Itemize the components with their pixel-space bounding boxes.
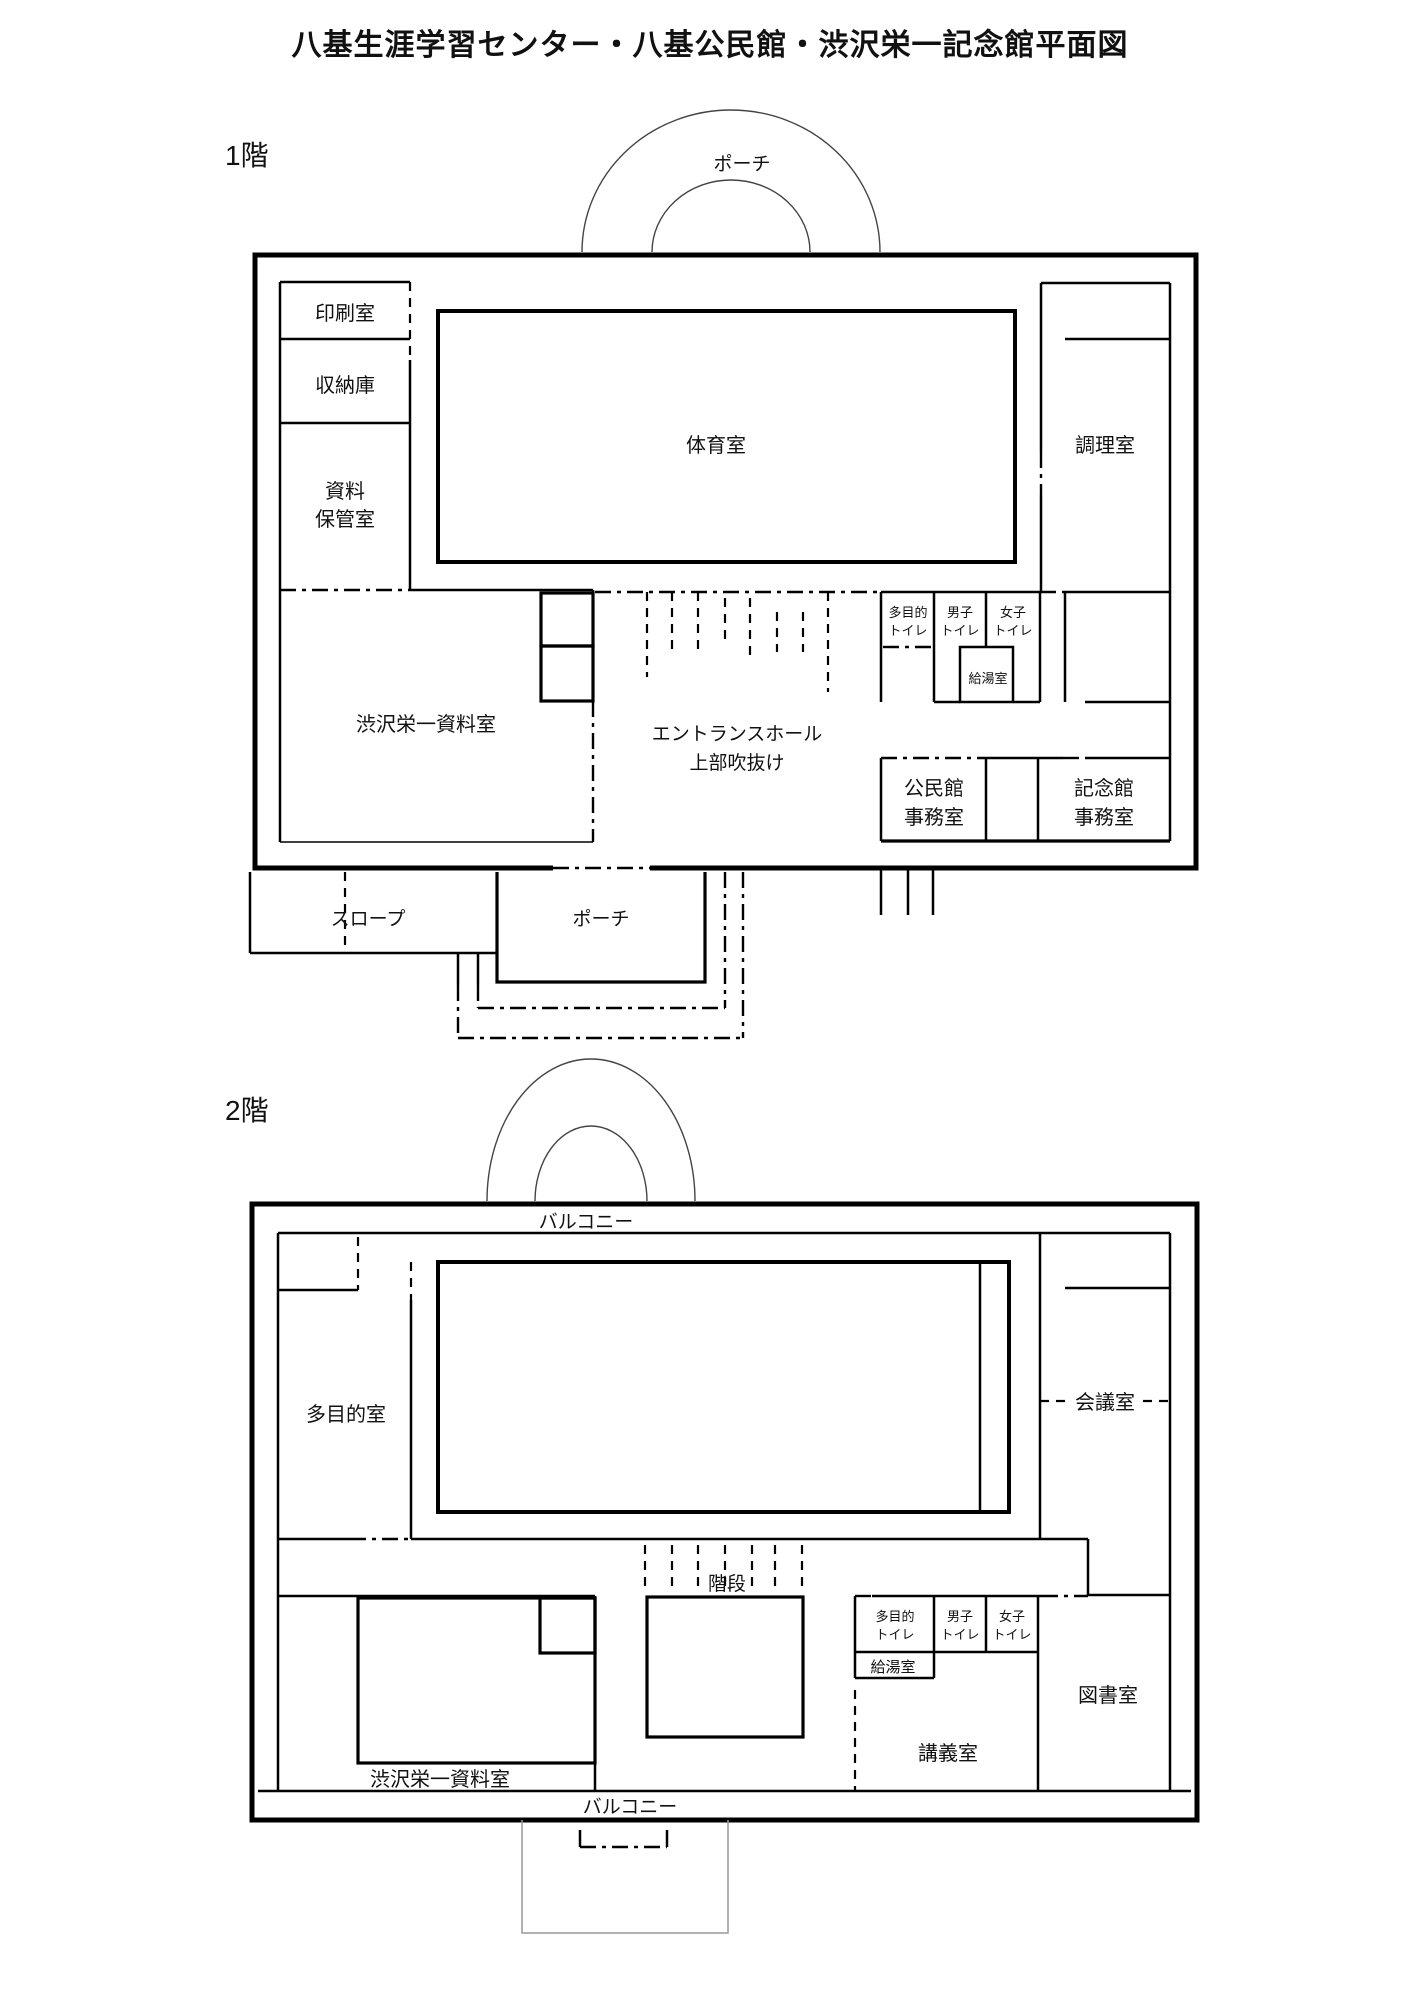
- room-label-storage: 収納庫: [315, 374, 375, 397]
- floor2-stairs-dashed-lines: [643, 1545, 804, 1592]
- room-label-archive-storage-2: 保管室: [315, 508, 375, 531]
- floor2-walls: [258, 1231, 1191, 1793]
- floor2: 2階: [225, 1058, 1200, 1934]
- room-label-balcony-bottom: バルコニー: [583, 1797, 678, 1818]
- room-label-kinenkan-office-2: 事務室: [1074, 806, 1134, 829]
- room-label-kominkan-office-2: 事務室: [904, 806, 964, 829]
- floor2-outer-wall: [249, 1201, 1200, 1823]
- room-label-slope: スロープ: [331, 908, 406, 930]
- room-label-mp-toilet-f2-2: トイレ: [875, 1627, 914, 1642]
- room-label-kominkan-office-1: 公民館: [904, 777, 964, 800]
- floor2-porch-arch: [486, 1058, 696, 1202]
- floor2-porch-ghost-outline: [521, 1820, 729, 1934]
- floor1-atrium-dashed-lines: [645, 592, 830, 692]
- floor1-entrance-opening: [553, 861, 650, 874]
- room-label-printing: 印刷室: [315, 302, 375, 325]
- room-label-kinenkan-office-1: 記念館: [1074, 776, 1134, 800]
- floor1-porch-top-label: ポーチ: [713, 153, 770, 175]
- room-label-multipurpose-room: 多目的室: [306, 1403, 386, 1426]
- room-label-mens-toilet-f1-2: トイレ: [940, 623, 979, 638]
- room-label-mp-toilet-f2-1: 多目的: [875, 1609, 914, 1624]
- room-label-womens-toilet-f1-1: 女子: [1000, 605, 1026, 620]
- floor1: 1階 ポーチ: [225, 109, 1199, 1040]
- floor2-label: 2階: [225, 1095, 269, 1126]
- room-label-womens-toilet-f1-2: トイレ: [993, 623, 1032, 638]
- room-label-mp-toilet-f1-1: 多目的: [888, 605, 927, 620]
- room-label-womens-toilet-f2-2: トイレ: [992, 1627, 1031, 1642]
- room-label-womens-toilet-f2-1: 女子: [999, 1609, 1025, 1624]
- room-label-mens-toilet-f1-1: 男子: [947, 605, 973, 620]
- room-label-cooking: 調理室: [1075, 434, 1135, 457]
- room-label-mens-toilet-f2-2: トイレ: [940, 1627, 979, 1642]
- floor1-label: 1階: [225, 140, 269, 171]
- room-label-gym: 体育室: [686, 434, 746, 457]
- floor1-porch-arch: [581, 109, 881, 253]
- room-label-lecture-room: 講義室: [918, 1742, 978, 1765]
- room-label-library: 図書室: [1078, 1684, 1138, 1707]
- room-label-archive-storage-1: 資料: [325, 480, 365, 503]
- room-label-mp-toilet-f1-2: トイレ: [888, 623, 927, 638]
- room-label-kitchenette-f2: 給湯室: [870, 1659, 915, 1676]
- room-label-shibusawa-f1: 渋沢栄一資料室: [356, 713, 496, 736]
- floor1-outer-wall: [252, 252, 1199, 871]
- room-label-kitchenette-f1: 給湯室: [968, 671, 1007, 686]
- room-label-mens-toilet-f2-1: 男子: [947, 1609, 973, 1624]
- room-label-stairs: 階段: [708, 1573, 746, 1595]
- page-title: 八基生涯学習センター・八基公民館・渋沢栄一記念館平面図: [292, 28, 1129, 62]
- room-label-entrance-hall-1: エントランスホール: [652, 724, 823, 745]
- room-label-entrance-hall-2: 上部吹抜け: [689, 752, 784, 774]
- room-label-porch-bottom: ポーチ: [572, 908, 629, 930]
- room-label-balcony-top: バルコニー: [539, 1212, 634, 1233]
- room-label-meeting-room: 会議室: [1075, 1391, 1135, 1414]
- floor1-exterior: [248, 868, 935, 1040]
- floor1-walls: [278, 280, 1172, 843]
- room-label-shibusawa-f2: 渋沢栄一資料室: [370, 1768, 510, 1791]
